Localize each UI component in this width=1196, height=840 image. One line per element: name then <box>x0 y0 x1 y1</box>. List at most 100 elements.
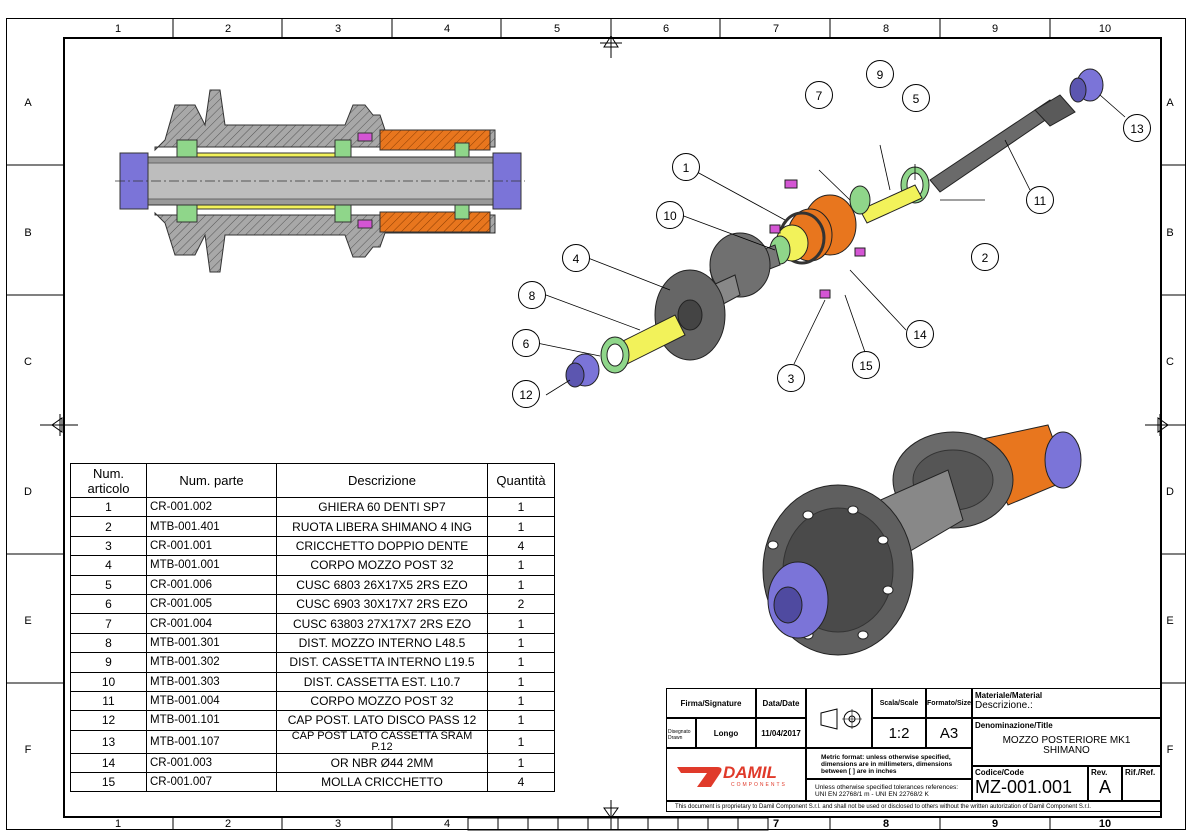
title-field-label: Denominazione/Title <box>975 721 1053 730</box>
zone-letter: A <box>1166 97 1174 109</box>
part-balloon: 7 <box>805 81 833 109</box>
metric-note: Metric format: unless otherwise specifie… <box>806 748 972 779</box>
part-balloon: 14 <box>906 320 934 348</box>
drawing-title-line1: MOZZO POSTERIORE MK1 <box>1002 735 1131 746</box>
part-balloon: 8 <box>518 281 546 309</box>
bill-of-materials-table: Num. articolo Num. parte Descrizione Qua… <box>70 463 555 793</box>
logo-text: DAMIL <box>723 763 777 782</box>
quantity-cell: 1 <box>487 652 555 673</box>
col-header-part-number: Num. parte <box>146 463 277 498</box>
drawing-title-line2: SHIMANO <box>1043 745 1090 756</box>
item-number-cell: 2 <box>70 516 147 537</box>
quantity-cell: 1 <box>487 574 555 595</box>
first-angle-projection-icon <box>820 708 862 730</box>
part-number-cell: MTB-001.004 <box>146 690 277 712</box>
zone-number: 3 <box>334 23 342 35</box>
quantity-cell: 1 <box>487 710 555 731</box>
quantity-cell: 1 <box>487 671 555 692</box>
zone-number: 7 <box>772 818 780 830</box>
quantity-cell: 1 <box>487 516 555 537</box>
description-cell: CUSC 6903 30X17X7 2RS EZO <box>276 593 488 615</box>
signature-label: Firma/Signature <box>666 688 756 718</box>
part-balloon: 2 <box>971 243 999 271</box>
reference-label: Rif./Ref. <box>1122 766 1161 801</box>
quantity-cell: 1 <box>487 690 555 712</box>
description-cell: DIST. CASSETTA EST. L10.7 <box>276 671 488 692</box>
item-number-cell: 15 <box>70 772 147 793</box>
zone-letter: A <box>24 97 32 109</box>
item-number-cell: 8 <box>70 632 147 654</box>
zone-letter: E <box>24 615 32 627</box>
zone-letter: B <box>24 227 32 239</box>
col-header-item-number: Num. articolo <box>70 463 147 498</box>
format-label: Formato/Size <box>926 688 972 718</box>
zone-number: 1 <box>114 818 122 830</box>
zone-number: 3 <box>334 818 342 830</box>
part-number-cell: MTB-001.301 <box>146 632 277 654</box>
exploded-view-drawing <box>531 68 1126 396</box>
tolerance-note: Unless otherwise specified tolerances re… <box>806 779 972 801</box>
projection-symbol <box>806 688 872 748</box>
logo-subtext: COMPONENTS <box>731 782 787 788</box>
description-cell: CUSC 6803 26X17X5 2RS EZO <box>276 574 488 595</box>
part-number-cell: CR-001.001 <box>146 535 277 557</box>
zone-number: 10 <box>1098 23 1112 35</box>
zone-number: 2 <box>224 23 232 35</box>
part-balloon: 12 <box>512 380 540 408</box>
part-balloon: 15 <box>852 351 880 379</box>
description-cell: MOLLA CRICCHETTO <box>276 772 488 793</box>
quantity-cell: 1 <box>487 613 555 634</box>
item-number-cell: 7 <box>70 613 147 634</box>
item-number-cell: 4 <box>70 555 147 576</box>
zone-number: 4 <box>443 818 451 830</box>
format-value: A3 <box>926 718 972 748</box>
description-cell: OR NBR Ø44 2MM <box>276 752 488 774</box>
quantity-cell: 1 <box>487 752 555 774</box>
zone-number: 7 <box>772 23 780 35</box>
quantity-cell: 4 <box>487 772 555 793</box>
zone-letter: D <box>1166 486 1174 498</box>
company-logo: DAMIL COMPONENTS <box>666 748 806 801</box>
description-cell: CUSC 63803 27X17X7 2RS EZO <box>276 613 488 634</box>
title-field: Denominazione/Title MOZZO POSTERIORE MK1… <box>972 718 1161 766</box>
drawn-by: Longo <box>696 718 756 748</box>
quantity-cell: 2 <box>487 593 555 615</box>
scale-label: Scala/Scale <box>872 688 926 718</box>
drawn-date: 11/04/2017 <box>756 718 806 748</box>
part-number-cell: MTB-001.302 <box>146 652 277 673</box>
part-balloon: 9 <box>866 60 894 88</box>
part-number-cell: CR-001.005 <box>146 593 277 615</box>
table-header-row: Num. articolo Num. parte Descrizione Qua… <box>70 463 555 498</box>
code-label: Codice/Code <box>975 768 1024 777</box>
part-number-cell: MTB-001.107 <box>146 729 277 754</box>
zone-number: 8 <box>882 23 890 35</box>
material-label: Materiale/Material <box>975 691 1043 700</box>
material-block: Materiale/Material Descrizione.: <box>972 688 1161 718</box>
zone-number: 9 <box>991 23 999 35</box>
part-number-cell: CR-001.002 <box>146 496 277 518</box>
zone-number: 6 <box>662 23 670 35</box>
part-number-cell: MTB-001.303 <box>146 671 277 692</box>
part-balloon: 3 <box>777 364 805 392</box>
quantity-cell: 4 <box>487 535 555 557</box>
zone-letter: F <box>1166 744 1174 756</box>
part-balloon: 5 <box>902 84 930 112</box>
part-number-cell: MTB-001.101 <box>146 710 277 731</box>
zone-letter: C <box>24 356 32 368</box>
section-view-drawing <box>115 89 525 273</box>
item-number-cell: 10 <box>70 671 147 692</box>
part-number-cell: CR-001.003 <box>146 752 277 774</box>
part-number-cell: CR-001.006 <box>146 574 277 595</box>
revision-value: A <box>1098 777 1111 797</box>
col-header-description: Descrizione <box>276 463 488 498</box>
